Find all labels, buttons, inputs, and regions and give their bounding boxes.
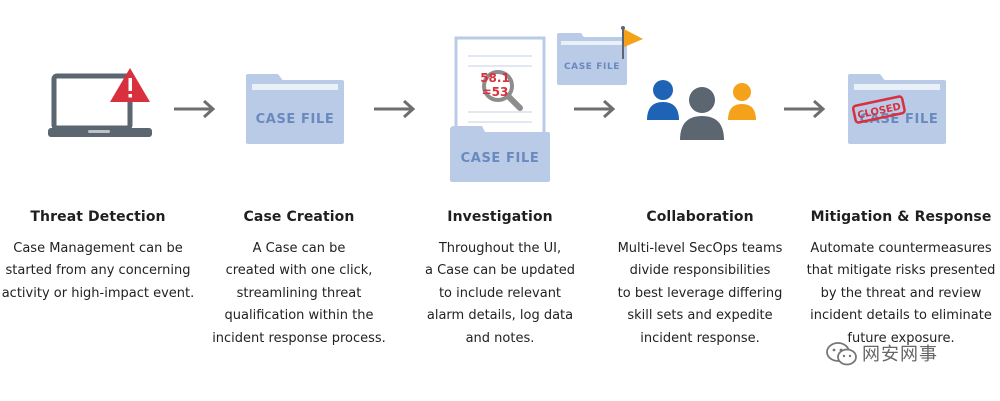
- folder-label: CASE FILE: [461, 151, 540, 166]
- step-description-collaboration: Multi-level SecOps teams divide responsi…: [617, 241, 783, 346]
- folder-label: CASE FILE: [564, 62, 620, 72]
- investigation-number-bottom: =53: [482, 85, 509, 99]
- folder-label: CASE FILE: [256, 112, 335, 127]
- investigation-folder-icon: 58.1 =53 CASE FILE: [450, 36, 550, 182]
- step-title-threat-detection: Threat Detection: [30, 209, 166, 225]
- arrow-right-icon: [374, 99, 416, 119]
- team-people-icon: [647, 80, 756, 140]
- laptop-alert-icon: [48, 68, 152, 137]
- step-description-mitigation: Automate countermeasures that mitigate r…: [806, 241, 996, 346]
- case-file-folder-icon: CASE FILE: [246, 74, 344, 144]
- arrow-right-icon: [574, 99, 616, 119]
- flagged-case-file-icon: CASE FILE: [557, 26, 643, 85]
- closed-case-file-icon: CASE FILE CLOSED: [848, 74, 946, 144]
- arrow-right-icon: [174, 99, 216, 119]
- step-title-case-creation: Case Creation: [243, 209, 355, 225]
- step-title-mitigation: Mitigation & Response: [810, 209, 992, 225]
- step-description-threat-detection: Case Management can be started from any …: [1, 241, 195, 301]
- arrow-right-icon: [784, 99, 826, 119]
- wechat-logo-icon: [826, 342, 857, 366]
- investigation-number-top: 58.1: [480, 71, 510, 85]
- step-title-collaboration: Collaboration: [646, 209, 754, 225]
- folder-label: CASE FILE: [860, 112, 939, 127]
- watermark-text: 网安网事: [862, 344, 938, 365]
- step-title-investigation: Investigation: [447, 209, 553, 225]
- step-description-case-creation: A Case can be created with one click, st…: [212, 241, 386, 346]
- step-description-investigation: Throughout the UI, a Case can be updated…: [425, 241, 575, 346]
